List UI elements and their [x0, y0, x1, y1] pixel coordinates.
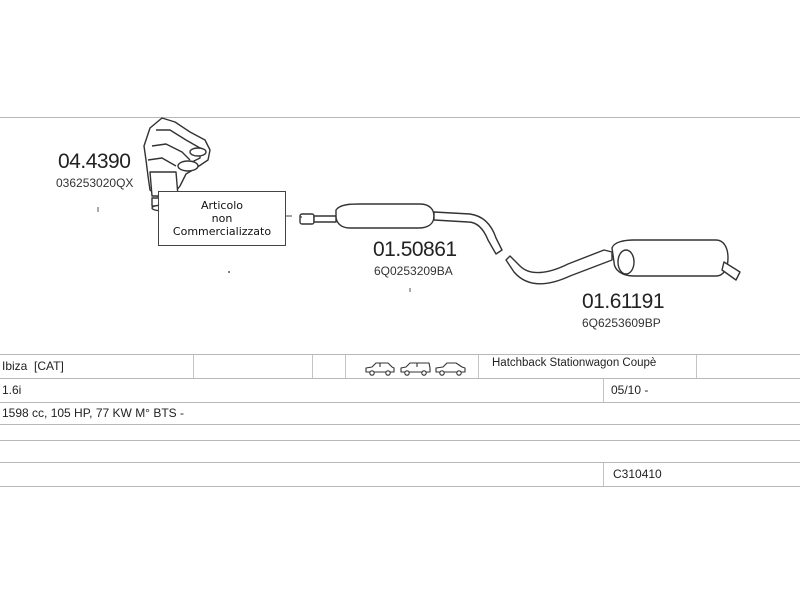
table-rule — [0, 402, 800, 403]
hatchback-car-icon — [365, 362, 395, 376]
marker-dot — [228, 271, 230, 273]
marker-dot — [300, 216, 302, 218]
note-line-2: non — [211, 212, 233, 225]
stationwagon-car-icon — [400, 362, 431, 376]
table-col-rule — [603, 463, 604, 486]
oem-number-3: 6Q6253609BP — [582, 316, 661, 330]
rear-silencer-icon — [505, 239, 741, 285]
date-range-cell: 05/10 - — [611, 383, 649, 397]
oem-number-1: 036253020QX — [56, 176, 134, 190]
part-number-2: 01.50861 — [373, 238, 457, 261]
table-col-rule — [603, 379, 604, 402]
leader-marks — [97, 207, 411, 292]
catalog-code-cell: C310410 — [613, 467, 662, 481]
not-commercialized-note: Articolo non Commercializzato — [158, 191, 286, 246]
table-col-rule — [478, 355, 479, 378]
table-rule — [0, 378, 800, 379]
model-cell: Ibiza [CAT] — [2, 359, 64, 373]
body-types-cell: Hatchback Stationwagon Coupè — [492, 357, 657, 369]
middle-silencer-icon — [299, 203, 503, 255]
part-number-1: 04.4390 — [58, 150, 131, 173]
table-col-rule — [312, 355, 313, 378]
table-col-rule — [345, 355, 346, 378]
table-col-rule — [193, 355, 194, 378]
body-type-icons — [365, 362, 466, 376]
table-rule — [0, 486, 800, 487]
coupe-car-icon — [435, 362, 466, 376]
part-number-3: 01.61191 — [582, 290, 665, 313]
engine-cell: 1.6i — [2, 383, 22, 397]
oem-number-2: 6Q0253209BA — [374, 264, 453, 278]
specs-cell: 1598 cc, 105 HP, 77 KW M° BTS - — [2, 406, 184, 420]
table-rule — [0, 354, 800, 355]
table-rule — [0, 462, 800, 463]
table-rule — [0, 440, 800, 441]
table-rule — [0, 424, 800, 425]
diagram-top-rule — [0, 117, 800, 118]
note-line-1: Articolo — [201, 199, 243, 212]
table-col-rule — [696, 355, 697, 378]
note-line-3: Commercializzato — [172, 225, 272, 238]
